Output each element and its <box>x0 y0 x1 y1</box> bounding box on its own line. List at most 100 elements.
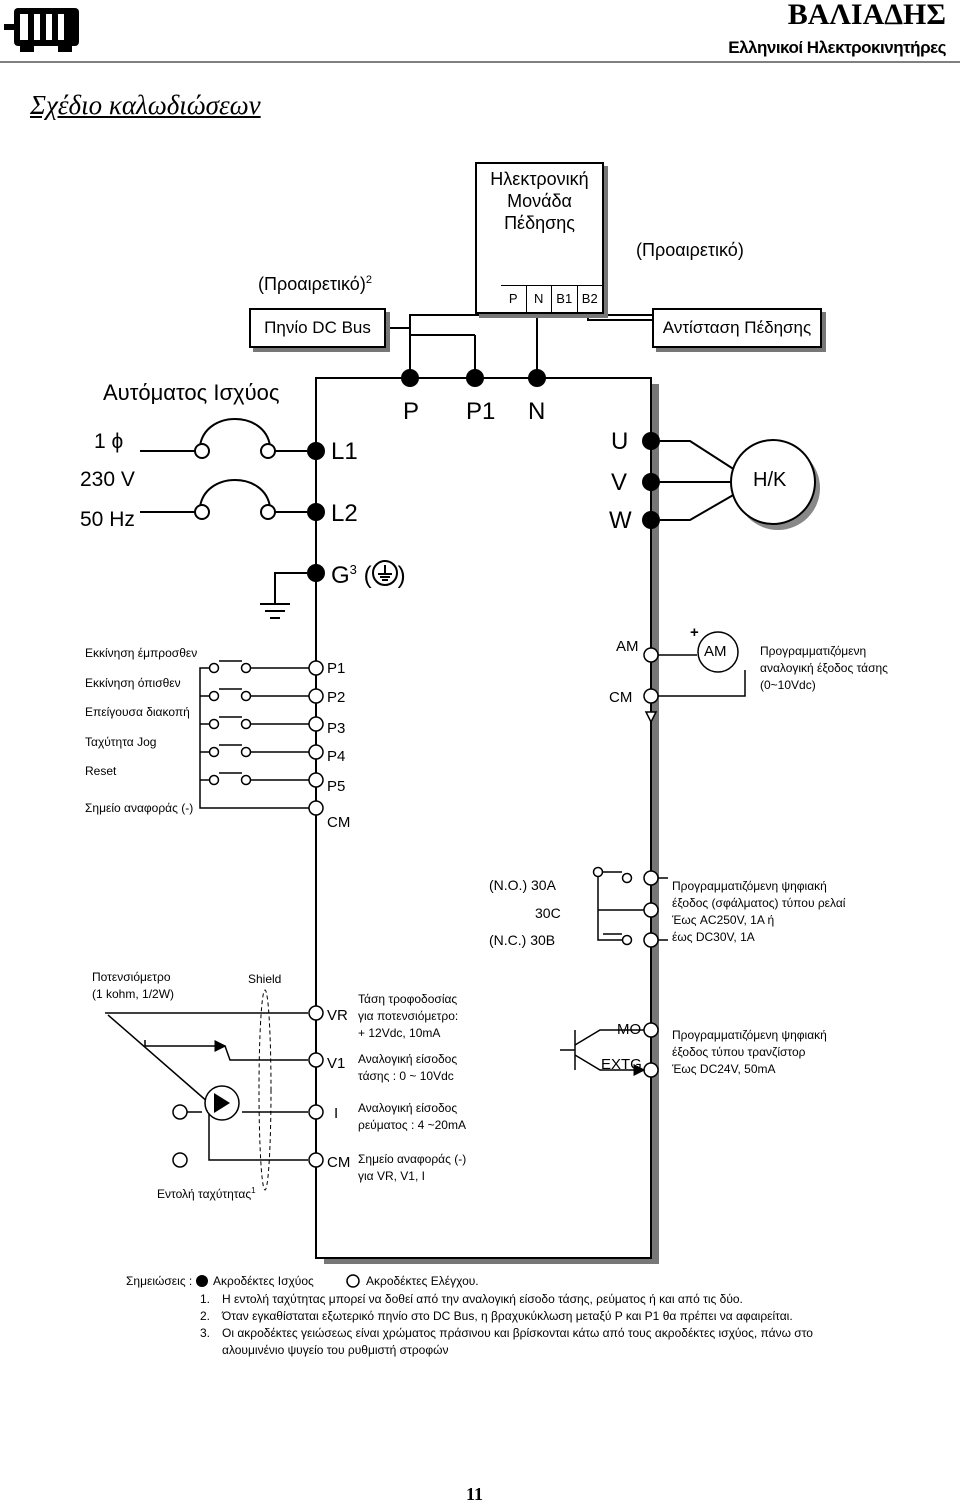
switch-p4 <box>208 744 312 758</box>
potentiometer-symbol <box>105 1012 308 1161</box>
switch-p1 <box>208 660 312 674</box>
terminal-label-vr: VR <box>327 1007 348 1024</box>
legend-control-label: Ακροδέκτες Ελέγχου. <box>366 1274 479 1288</box>
legend-power-icon <box>196 1275 208 1287</box>
supply-frequency: 50 Hz <box>80 508 135 531</box>
brake-terminal-b2: B2 <box>581 291 598 306</box>
speed-command-label: Εντολή ταχύτητας1 <box>157 1186 256 1201</box>
analog-out-desc-2: αναλογική έξοδος τάσης <box>760 661 888 675</box>
brake-resistor-label: Αντίσταση Πέδησης <box>662 318 812 337</box>
terminal-label-cm-ai: CM <box>327 1154 351 1171</box>
brake-unit-wires <box>384 310 652 375</box>
power-terminal-dots <box>307 369 660 582</box>
optional-label-dcbus: (Προαιρετικό)2 <box>258 274 372 294</box>
note-3-text: Οι ακροδέκτες γειώσεως είναι χρώματος πρ… <box>222 1326 813 1340</box>
brake-unit-terminals: P N B1 B2 <box>501 285 602 312</box>
terminal-label-u: U <box>611 428 629 455</box>
terminal-label-v1: V1 <box>327 1055 346 1072</box>
terminal-label-p: P <box>403 398 420 425</box>
switch-p2 <box>208 688 312 702</box>
meter-icon <box>697 631 739 673</box>
analog-out-desc-1: Προγραμματιζόμενη <box>760 644 867 658</box>
input-label-common: Σημείο αναφοράς (-) <box>85 801 194 815</box>
terminal-label-cm-ao: CM <box>609 689 633 706</box>
brand-name: ΒΑΛΙΑΔΗΣ <box>787 0 946 31</box>
transistor-symbol <box>560 1029 646 1076</box>
i-desc-1: Αναλογική είσοδος <box>358 1101 458 1115</box>
relay-desc-2: έξοδος (σφάλματος) τύπου ρελαί <box>672 896 846 910</box>
brake-terminal-n: N <box>527 286 552 312</box>
transistor-desc-2: έξοδος τύπου τρανζίστορ <box>672 1045 806 1059</box>
terminal-l2 <box>307 503 325 521</box>
relay-label-c: 30C <box>535 905 561 921</box>
page-number: 11 <box>466 1484 484 1504</box>
note-3-continued: αλουμινένιο ψυγείο του ρυθμιστή στροφών <box>222 1343 449 1357</box>
meter-plus: + <box>690 624 699 641</box>
motor-wires <box>660 440 736 521</box>
relay-desc-4: έως DC30V, 1A <box>672 930 755 944</box>
terminal-label-p1-ctrl: P1 <box>327 660 346 677</box>
motor-logo-icon <box>4 8 79 52</box>
brake-terminal-p: P <box>501 286 527 312</box>
cm-desc-2: για VR, V1, I <box>358 1169 425 1183</box>
supply-phase: 1 ϕ <box>94 430 124 453</box>
terminal-label-mo: MO <box>617 1021 642 1038</box>
transistor-desc-3: Έως DC24V, 50mA <box>672 1062 776 1076</box>
vr-desc-1: Τάση τροφοδοσίας <box>358 992 458 1006</box>
terminal-label-i: I <box>334 1105 339 1122</box>
brake-unit-box: Ηλεκτρονική Μονάδα Πέδησης P N B1 B2 <box>475 162 604 314</box>
vr-desc-2: για ποτενσιόμετρο: <box>358 1009 459 1023</box>
note-2-num: 2. <box>200 1309 211 1323</box>
supply-voltage: 230 V <box>80 468 135 491</box>
terminal-label-w: W <box>609 507 632 534</box>
legend-control-icon <box>346 1274 360 1288</box>
pot-label-1: Ποτενσιόμετρο <box>92 970 171 984</box>
terminal-label-p3: P3 <box>327 720 346 737</box>
v1-desc-1: Αναλογική είσοδος <box>358 1052 458 1066</box>
v1-desc-2: τάσης : 0 ~ 10Vdc <box>358 1069 454 1083</box>
terminal-l1 <box>307 442 325 460</box>
note-3-num: 3. <box>200 1326 211 1340</box>
note-1-text: Η εντολή ταχύτητας μπορεί να δοθεί από τ… <box>222 1292 743 1306</box>
notes-label: Σημειώσεις : <box>126 1274 193 1288</box>
earth-symbol-icon <box>371 560 398 586</box>
input-label-jog: Ταχύτητα Jog <box>85 735 157 749</box>
brake-terminal-b1: B1 <box>552 286 578 312</box>
motor-label: H/K <box>753 469 787 491</box>
dc-bus-label: Πηνίο DC Bus <box>264 318 371 337</box>
control-common-wires <box>172 1104 188 1168</box>
terminal-label-p5: P5 <box>327 778 346 795</box>
terminal-label-p4: P4 <box>327 748 346 765</box>
vr-desc-3: + 12Vdc, 10mA <box>358 1026 441 1040</box>
relay-desc-3: Έως AC250V, 1A ή <box>672 913 775 927</box>
terminal-v <box>642 473 660 491</box>
meter-label: AM <box>704 643 727 660</box>
brake-unit-title: Ηλεκτρονική Μονάδα Πέδησης <box>490 169 589 233</box>
relay-label-nc: (N.C.) 30B <box>489 932 556 948</box>
switch-p5 <box>208 772 312 786</box>
brand-subtitle: Ελληνικοί Ηλεκτροκινητήρες <box>728 38 946 57</box>
note-1-num: 1. <box>200 1292 211 1306</box>
terminal-label-cm: CM <box>327 814 351 831</box>
relay-label-no: (N.O.) 30A <box>489 877 556 893</box>
motor-icon <box>730 439 816 525</box>
relay-symbol <box>592 866 668 946</box>
breaker-label: Αυτόματος Ισχύος <box>103 380 280 405</box>
terminal-label-p1: P1 <box>466 398 496 425</box>
input-label-fwd: Εκκίνηση έμπροσθεν <box>85 646 198 660</box>
terminal-label-l1: L1 <box>331 438 358 465</box>
terminal-p <box>401 369 419 387</box>
input-label-reset: Reset <box>85 764 117 778</box>
terminal-label-g: G3 () <box>331 560 406 589</box>
terminal-label-p2: P2 <box>327 689 346 706</box>
relay-desc-1: Προγραμματιζόμενη ψηφιακή <box>672 879 827 893</box>
terminal-n <box>528 369 546 387</box>
legend-power-label: Ακροδέκτες Ισχύος <box>213 1274 314 1288</box>
breaker-symbol <box>140 418 307 520</box>
note-2-text: Όταν εγκαθίσταται εξωτερικό πηνίο στο DC… <box>222 1309 793 1323</box>
terminal-w <box>642 511 660 529</box>
terminal-label-extg: EXTG <box>601 1056 642 1073</box>
pot-label-2: (1 kohm, 1/2W) <box>92 987 175 1001</box>
i-desc-2: ρεύματος : 4 ~20mA <box>358 1118 466 1132</box>
